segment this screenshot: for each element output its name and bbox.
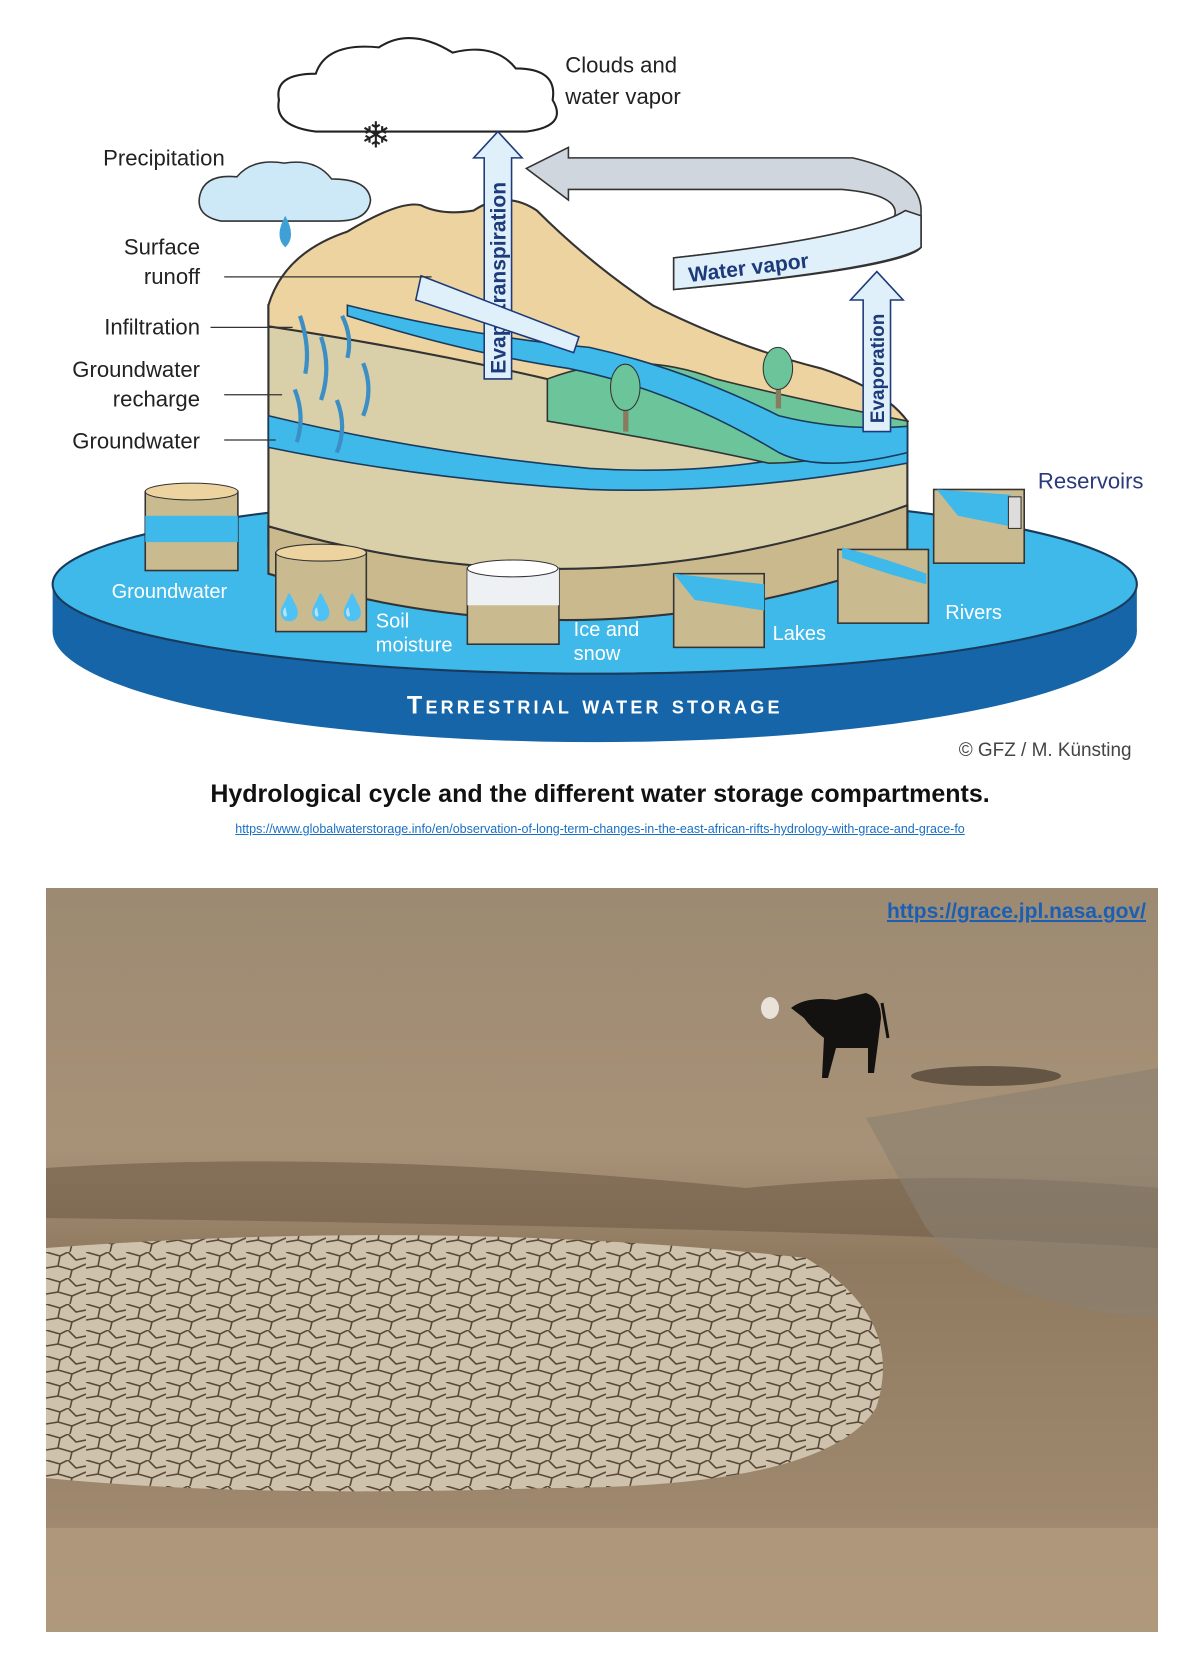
lakes-label: Lakes bbox=[773, 623, 826, 645]
svg-text:💧💧💧: 💧💧💧 bbox=[274, 593, 368, 622]
leader-lines bbox=[210, 276, 432, 441]
precipitation-label: Precipitation bbox=[103, 145, 225, 170]
raindrop-icon bbox=[279, 215, 292, 248]
groundwater-cylinder bbox=[144, 482, 239, 572]
rivers-label: Rivers bbox=[945, 602, 1002, 624]
cracked-mud bbox=[46, 1235, 883, 1492]
lakes-cylinder bbox=[672, 572, 765, 649]
cow bbox=[761, 993, 1061, 1086]
source-link[interactable]: https://www.globalwaterstorage.info/en/o… bbox=[235, 822, 965, 836]
evaporation-label: Evaporation bbox=[868, 314, 889, 423]
groundwater-label: Groundwater bbox=[72, 428, 200, 453]
evapotranspiration-label: Evapotranspiration bbox=[487, 182, 510, 374]
rain-cloud-icon bbox=[198, 161, 372, 222]
infiltration-arrows bbox=[292, 314, 371, 454]
terrestrial-water-storage-label: Terrestrial water storage bbox=[407, 692, 783, 720]
infiltration-label: Infiltration bbox=[104, 315, 200, 340]
tree-icon bbox=[609, 363, 641, 432]
runoff-arrow bbox=[414, 274, 580, 354]
ice-snow-label-2: snow bbox=[574, 643, 621, 665]
ice-snow-cylinder bbox=[466, 559, 560, 645]
storage-groundwater-label: Groundwater bbox=[112, 581, 228, 603]
clouds-label-line1: Clouds and bbox=[565, 53, 677, 78]
evaporation-arrow bbox=[848, 270, 905, 433]
credit-text: © GFZ / M. Künsting bbox=[959, 740, 1132, 760]
recharge-label-2: recharge bbox=[113, 386, 200, 411]
cloud-icon bbox=[277, 37, 558, 133]
drought-photo: https://grace.jpl.nasa.gov/ bbox=[46, 888, 1158, 1632]
hydrological-cycle-diagram: ❄ Water vapor Evapotranspiration Evapora… bbox=[51, 37, 1144, 760]
ice-snow-label-1: Ice and bbox=[574, 619, 640, 641]
soil-moisture-label-1: Soil bbox=[376, 610, 409, 632]
soil-moisture-label-2: moisture bbox=[376, 635, 453, 657]
rivers-cylinder bbox=[837, 547, 930, 624]
soil-moisture-cylinder: 💧💧💧 bbox=[274, 543, 368, 633]
surface-runoff-label-1: Surface bbox=[124, 235, 200, 260]
figure-caption: Hydrological cycle and the different wat… bbox=[210, 780, 990, 808]
snowflake-icon: ❄ bbox=[361, 115, 391, 155]
reservoirs-label: Reservoirs bbox=[1038, 468, 1144, 493]
tree-icon bbox=[762, 346, 794, 409]
reservoirs-cylinder bbox=[932, 488, 1025, 564]
clouds-label-line2: water vapor bbox=[564, 84, 680, 109]
grace-link[interactable]: https://grace.jpl.nasa.gov/ bbox=[886, 900, 1146, 923]
recharge-label-1: Groundwater bbox=[72, 357, 200, 382]
surface-runoff-label-2: runoff bbox=[144, 264, 201, 289]
